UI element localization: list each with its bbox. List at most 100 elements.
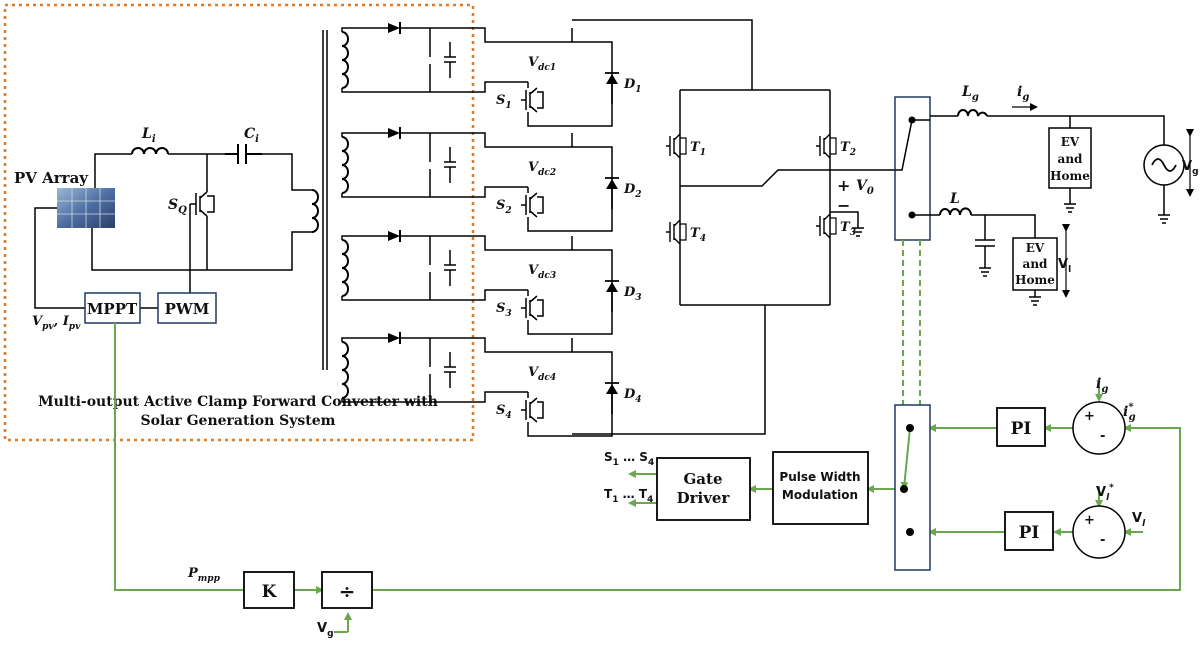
stage-wiring	[341, 132, 613, 232]
caption-line1: Multi-output Active Clamp Forward Conver…	[38, 394, 438, 410]
vl-ref-label: Vl*	[1096, 483, 1114, 503]
ci-label: Ci	[244, 126, 259, 145]
stage-switch	[521, 397, 544, 423]
freewheel-diode	[606, 74, 618, 84]
ev-home-2-line3: Home	[1015, 273, 1055, 287]
s-switch-label: S4	[496, 403, 512, 421]
secondary-winding	[341, 239, 349, 297]
ev-home-load-block	[1012, 237, 1058, 291]
ac-source-icon	[1143, 144, 1185, 186]
gate-driver-line2: Driver	[677, 489, 731, 507]
h-bridge	[679, 89, 895, 306]
igbt-t2: T2	[816, 133, 856, 159]
stage-wiring	[341, 337, 613, 437]
summing-junction-top: + -	[1072, 401, 1126, 455]
s-outputs-label: S1 … S4	[604, 450, 654, 468]
control-signal-wiring	[114, 240, 1181, 633]
pi-top-label: PI	[1011, 419, 1032, 439]
igbt-label: T1	[690, 140, 706, 158]
ig-ref-label: i*g	[1123, 402, 1136, 423]
pwm-modulation-line2: Modulation	[782, 488, 858, 502]
d-diode-label: D3	[623, 285, 642, 303]
s-switch-label: S2	[496, 198, 512, 216]
mppt-block	[84, 292, 141, 324]
vdc-label: Vdc3	[528, 263, 556, 281]
switch-sq	[190, 191, 215, 217]
lg-label: Lg	[961, 84, 979, 103]
ctrl-contact-top	[906, 424, 914, 432]
vdc-label: Vdc4	[528, 365, 556, 383]
s-switch-label: S1	[496, 93, 512, 111]
ev-home-1-line2: and	[1058, 152, 1084, 166]
ig-label: ig	[1017, 84, 1029, 103]
igbt-label: T2	[840, 140, 856, 158]
s-switch-label: S3	[496, 301, 512, 319]
freewheel-diode	[606, 179, 618, 189]
stage-wiring	[341, 235, 613, 335]
l-label: L	[949, 191, 960, 207]
igbt-t1: T1	[666, 133, 706, 159]
caption-line2: Solar Generation System	[141, 413, 336, 429]
pv-array-panel	[57, 188, 115, 228]
pwm-label: PWM	[165, 300, 210, 318]
igbt-label: T4	[690, 226, 706, 244]
pi-bottom-label: PI	[1019, 523, 1040, 543]
vpv-ipv-label: Vpv, Ipv	[32, 314, 81, 332]
ev-home-grid-block	[1048, 127, 1092, 189]
secondary-winding	[341, 136, 349, 194]
ev-home-1-line1: EV	[1061, 135, 1080, 149]
stage-switch	[521, 192, 544, 218]
grid-wiring	[930, 115, 1170, 306]
stage-capacitor	[444, 250, 456, 286]
pv-wiring	[34, 153, 312, 309]
vg-input-label: Vg	[317, 621, 334, 639]
pwm-modulation-line1: Pulse Width	[779, 470, 860, 484]
igbt-t3: T3	[816, 213, 856, 239]
rectifier-diode	[388, 231, 400, 241]
inductor-li	[131, 147, 169, 155]
d-diode-label: D4	[623, 387, 642, 405]
vdc-label: Vdc2	[528, 160, 556, 178]
pv-section-border	[3, 3, 475, 442]
transfer-switch-control-arm	[900, 427, 911, 490]
pi-bottom-block	[1004, 511, 1054, 551]
pmpp-label: Pmpp	[187, 566, 221, 584]
rectifier-diode	[388, 23, 400, 33]
transformer-core	[322, 30, 328, 370]
d-diode-label: D1	[623, 77, 642, 95]
v0-minus: −	[837, 196, 850, 215]
pwm-modulation-block	[772, 451, 869, 525]
vdc-label: Vdc1	[528, 55, 556, 73]
stage-capacitor	[444, 42, 456, 78]
stage-wiring	[341, 27, 613, 127]
ev-home-1-line3: Home	[1050, 169, 1090, 183]
pv-array-label: PV Array	[14, 169, 89, 187]
vl-feedback-label: Vl	[1132, 511, 1146, 529]
transformer-primary	[311, 189, 319, 233]
gate-driver-block	[656, 457, 751, 521]
ctrl-contact-bot	[906, 528, 914, 536]
rectifier-diode	[388, 333, 400, 343]
k-gain-block	[243, 571, 295, 609]
sum-top-plus: +	[1084, 409, 1095, 424]
sum-top-minus: -	[1100, 429, 1105, 444]
t-outputs-label: T1 … T4	[604, 487, 653, 505]
series-wiring	[572, 19, 766, 435]
v0-plus: +	[837, 176, 850, 195]
summing-junction-bottom: + -	[1072, 505, 1126, 559]
sum-bot-minus: -	[1100, 533, 1105, 548]
contact-grid	[908, 116, 916, 124]
igbt-t4: T4	[666, 219, 706, 245]
inductor-lg	[957, 109, 988, 117]
inductor-l	[939, 207, 972, 216]
capacitor-ci	[225, 144, 262, 164]
stage-capacitor	[444, 147, 456, 183]
freewheel-diode	[606, 384, 618, 394]
v0-label: V0	[856, 178, 874, 197]
